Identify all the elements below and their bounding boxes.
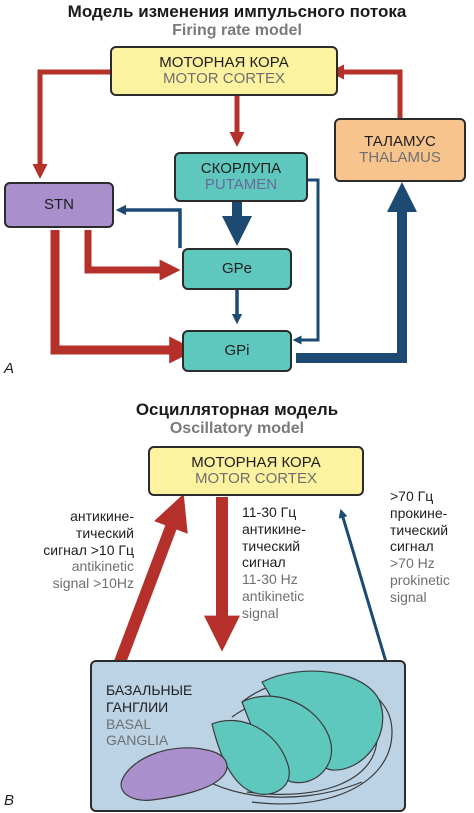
motor-cortex-box-a: МОТОРНАЯ КОРА MOTOR CORTEX: [110, 46, 338, 96]
middle-label-en-3: signal: [242, 604, 279, 621]
left-label-ru-1: антикине-: [70, 508, 134, 524]
arrow-gpi-to-thalamus: [296, 182, 417, 363]
middle-label-en-1: 11-30 Hz: [242, 571, 298, 588]
arrow-cortex-to-stn: [32, 69, 110, 179]
motor-cortex-ru-label: МОТОРНАЯ КОРА: [159, 53, 289, 71]
arrow-bg-to-cortex-antikinetic: [114, 493, 188, 665]
gpe-box: GPe: [182, 248, 292, 290]
gpi-box: GPi: [182, 330, 292, 372]
right-label-en-3: signal: [390, 588, 427, 605]
bg-en-1: BASAL: [106, 715, 152, 732]
stn-box: STN: [4, 182, 114, 228]
motor-cortex-box-b: МОТОРНАЯ КОРА MOTOR CORTEX: [148, 446, 364, 496]
right-label-ru-1: >70 Гц: [390, 488, 434, 504]
left-label-ru-2: тический: [75, 524, 134, 541]
motor-cortex-b-ru-label: МОТОРНАЯ КОРА: [191, 453, 321, 471]
left-label-en-2: signal >10Hz: [52, 575, 134, 592]
panel-b-title: Осцилляторная модель: [135, 400, 339, 419]
arrow-stn-to-gpe: [84, 230, 181, 281]
panel-a-letter: A: [4, 360, 15, 377]
right-label-en-2: prokinetic: [390, 571, 450, 588]
motor-cortex-b-en-label: MOTOR CORTEX: [195, 470, 317, 487]
basal-ganglia-box: БАЗАЛЬНЫЕ ГАНГЛИИ BASAL GANGLIA: [90, 660, 406, 812]
panel-b-subtitle: Oscillatory model: [169, 420, 305, 437]
panel-a-title: Модель изменения импульсного потока: [67, 2, 407, 21]
putamen-box: СКОРЛУПА PUTAMEN: [174, 152, 308, 202]
bg-ru-2: ГАНГЛИИ: [106, 698, 169, 715]
gpi-label: GPi: [224, 341, 250, 359]
middle-signal-label: 11-30 Гц антикине- тический сигнал 11-30…: [242, 504, 352, 622]
right-label-ru-3: тический: [390, 521, 449, 538]
middle-label-ru-3: тический: [242, 537, 301, 554]
middle-label-ru-4: сигнал: [242, 554, 286, 571]
gpe-label: GPe: [221, 259, 252, 277]
right-label-en-1: >70 Hz: [390, 555, 435, 572]
middle-label-ru-1: 11-30 Гц: [242, 504, 297, 520]
thalamus-en-label: THALAMUS: [359, 149, 441, 166]
panel-b-letter: B: [4, 792, 15, 809]
bg-ru-1: БАЗАЛЬНЫЕ: [106, 682, 193, 698]
bg-en-2: GANGLIA: [106, 732, 169, 749]
middle-label-ru-2: антикине-: [242, 520, 306, 537]
thalamus-ru-label: ТАЛАМУС: [364, 132, 436, 150]
arrow-thalamus-to-cortex: [329, 64, 403, 118]
right-signal-label: >70 Гц прокине- тический сигнал >70 Hz p…: [390, 488, 474, 606]
putamen-ru-label: СКОРЛУПА: [200, 159, 282, 177]
right-label-ru-2: прокине-: [390, 504, 448, 521]
arrow-putamen-to-gpi: [292, 178, 320, 345]
arrow-gpe-to-stn: [115, 204, 182, 248]
arrow-bg-to-cortex-prokinetic: [338, 508, 388, 663]
stn-label: STN: [44, 195, 74, 213]
arrow-stn-to-gpi: [50, 230, 197, 364]
left-label-ru-3: сигнал >10 Гц: [43, 541, 134, 558]
basal-ganglia-illustration: [120, 670, 393, 805]
middle-label-en-2: antikinetic: [242, 587, 305, 604]
left-label-en-1: antikinetic: [71, 558, 134, 575]
motor-cortex-en-label: MOTOR CORTEX: [163, 70, 285, 87]
basal-ganglia-label: БАЗАЛЬНЫЕ ГАНГЛИИ BASAL GANGLIA: [106, 682, 192, 749]
panel-a-subtitle: Firing rate model: [172, 22, 302, 39]
right-label-ru-4: сигнал: [390, 538, 434, 555]
thalamus-box: ТАЛАМУС THALAMUS: [334, 118, 466, 182]
left-signal-label: антикине- тический сигнал >10 Гц antikin…: [14, 508, 134, 592]
putamen-en-label: PUTAMEN: [204, 176, 278, 193]
